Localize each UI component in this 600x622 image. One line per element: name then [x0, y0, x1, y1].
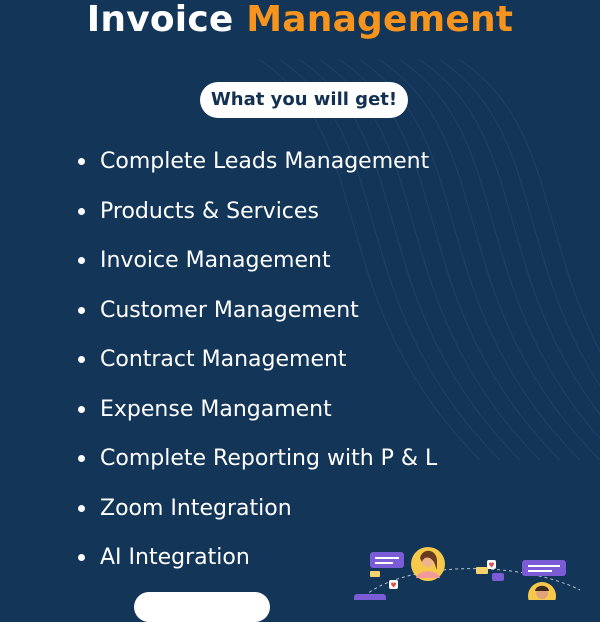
feature-item: Expense Mangament — [78, 385, 437, 435]
heart-icon: ♥ — [389, 580, 398, 590]
title-accent: Management — [246, 0, 514, 40]
feature-label: AI Integration — [100, 545, 250, 571]
feature-label: Customer Management — [100, 297, 359, 323]
feature-label: Contract Management — [100, 347, 347, 373]
bullet-icon — [78, 158, 85, 166]
feature-item: Customer Management — [78, 286, 437, 336]
what-you-get-badge: What you will get! — [200, 82, 408, 118]
feature-item: Complete Leads Management — [78, 137, 437, 187]
feature-label: Products & Services — [100, 198, 319, 224]
feature-item: Zoom Integration — [78, 484, 437, 534]
bullet-icon — [78, 207, 85, 215]
bullet-icon — [78, 455, 85, 463]
bullet-icon — [78, 554, 85, 562]
feature-label: Complete Leads Management — [100, 149, 430, 175]
feature-item: Contract Management — [78, 335, 437, 385]
feature-list: Complete Leads Management Products & Ser… — [78, 137, 437, 583]
feature-label: Invoice Management — [100, 248, 331, 274]
bullet-icon — [78, 257, 85, 265]
chat-bubble-icon — [354, 594, 386, 600]
bullet-icon — [78, 306, 85, 314]
chat-bubble-icon — [522, 560, 566, 576]
feature-label: Complete Reporting with P & L — [100, 446, 438, 472]
bullet-icon — [78, 504, 85, 512]
bullet-icon — [78, 356, 85, 364]
feature-item: Invoice Management — [78, 236, 437, 286]
person-icon — [528, 582, 556, 600]
heart-icon: ♥ — [487, 560, 496, 570]
feature-label: Expense Mangament — [100, 396, 332, 422]
chat-bubble-icon — [370, 552, 404, 568]
page-title: Invoice Management — [0, 0, 600, 40]
feature-item: AI Integration — [78, 533, 437, 583]
svg-text:♥: ♥ — [488, 562, 494, 570]
person-icon — [411, 547, 445, 581]
svg-text:♥: ♥ — [390, 582, 396, 590]
bullet-icon — [78, 405, 85, 413]
feature-label: Zoom Integration — [100, 495, 292, 521]
feature-item: Products & Services — [78, 187, 437, 237]
cta-button[interactable] — [134, 592, 270, 622]
feature-item: Complete Reporting with P & L — [78, 434, 437, 484]
team-chat-illustration: ♥ ♥ — [354, 547, 581, 600]
title-primary: Invoice — [86, 0, 234, 40]
